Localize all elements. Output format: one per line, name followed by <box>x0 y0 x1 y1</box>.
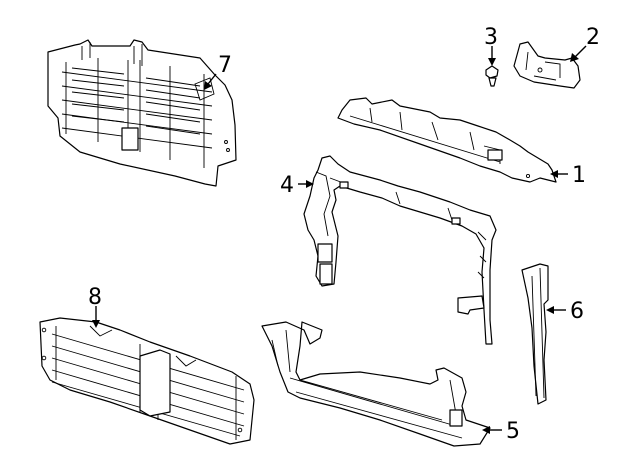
part-7-upper-shutter-assembly <box>47 39 237 187</box>
callout-8: 8 <box>88 285 102 310</box>
callout-leaders <box>92 45 587 434</box>
callout-3: 3 <box>484 25 498 50</box>
callout-2: 2 <box>586 25 600 50</box>
callout-6: 6 <box>570 299 584 324</box>
part-4-radiator-frame <box>303 155 497 345</box>
callout-4: 4 <box>280 173 294 198</box>
callout-5: 5 <box>506 419 520 444</box>
callout-7: 7 <box>218 53 232 78</box>
part-2-bracket <box>513 41 581 89</box>
part-6-side-deflector <box>521 263 549 405</box>
part-8-lower-shutter-assembly <box>39 317 255 445</box>
part-3-push-pin <box>485 65 499 87</box>
callout-1: 1 <box>572 163 586 188</box>
part-5-lower-support <box>261 321 491 447</box>
part-1-upper-cover <box>337 97 557 183</box>
callout-labels: 1 2 3 4 5 6 7 8 <box>88 25 600 444</box>
